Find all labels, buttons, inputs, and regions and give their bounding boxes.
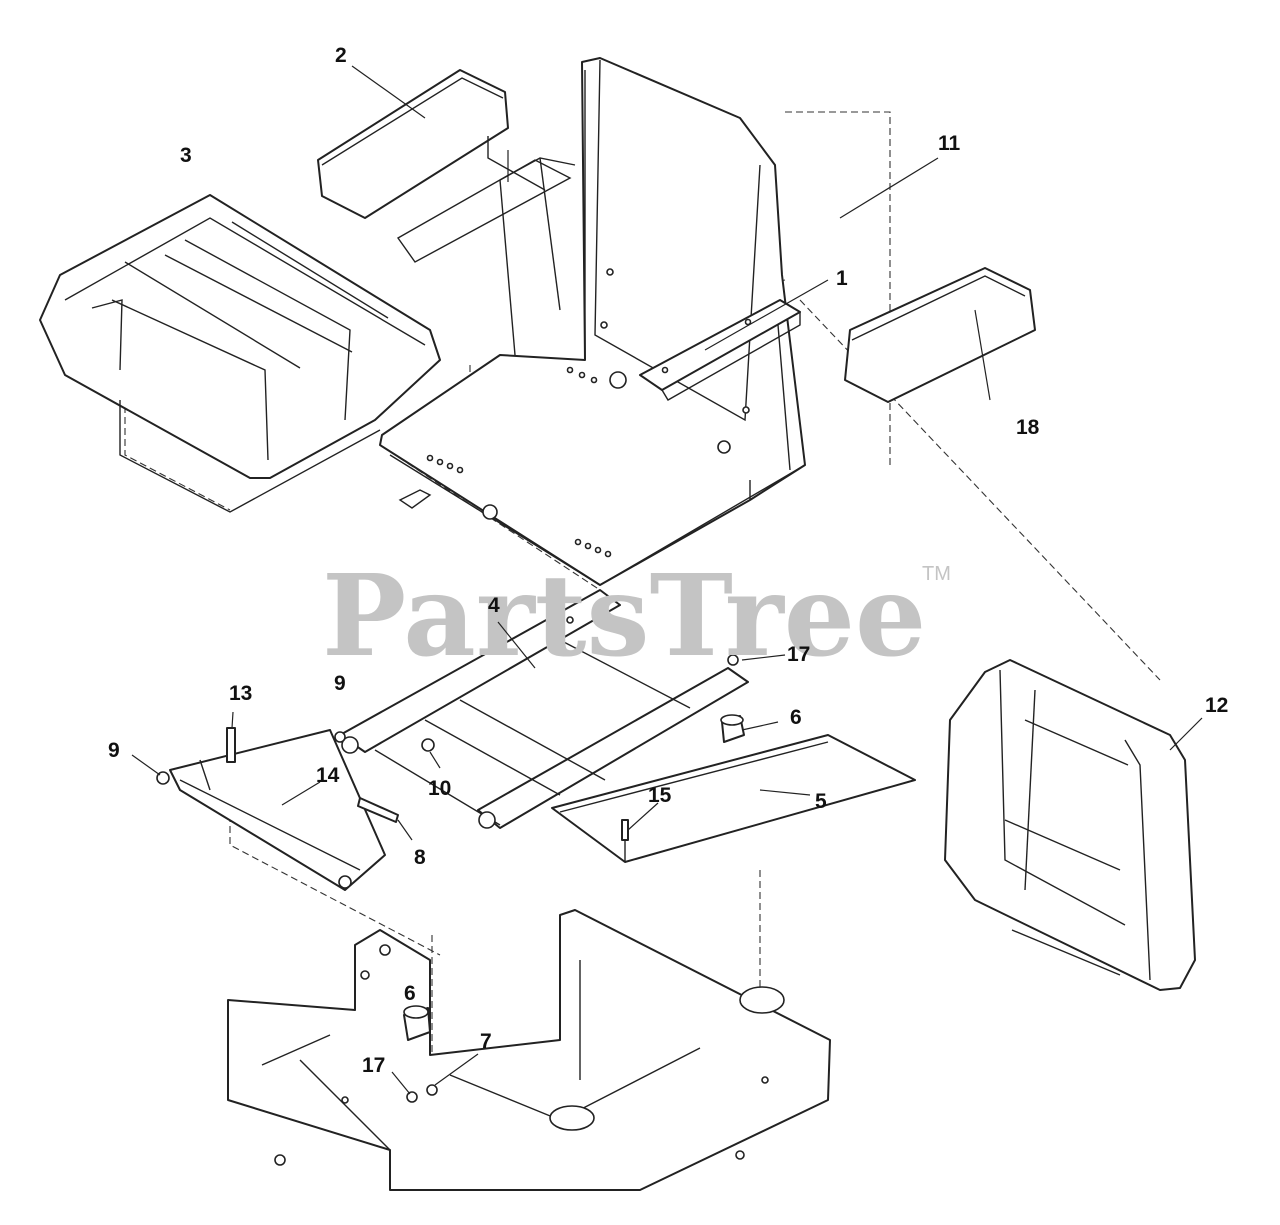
armrest-pad-right[interactable] xyxy=(844,267,1036,403)
callout-12: 12 xyxy=(1205,694,1228,717)
callout-6-lower: 6 xyxy=(404,982,416,1005)
callout-17-upper: 17 xyxy=(787,643,810,666)
callout-2: 2 xyxy=(335,44,347,67)
callout-14: 14 xyxy=(316,764,340,787)
slot-holes-rear xyxy=(566,366,598,384)
seat-slide-frame[interactable] xyxy=(339,589,749,829)
nut-17-lower[interactable] xyxy=(406,1091,418,1103)
callout-17-lower: 17 xyxy=(362,1054,385,1077)
callout-5: 5 xyxy=(815,790,827,813)
washer-9[interactable] xyxy=(334,731,346,743)
seat-rail-plate[interactable] xyxy=(551,734,916,863)
slot-holes-front xyxy=(574,538,612,558)
callout-10: 10 xyxy=(428,777,451,800)
callout-13: 13 xyxy=(229,682,252,705)
callout-9-upper: 9 xyxy=(334,672,346,695)
rubber-bumper-lower[interactable] xyxy=(403,1005,431,1041)
callout-3: 3 xyxy=(180,144,192,167)
watermark-text: PartsTree xyxy=(322,551,926,682)
callout-15: 15 xyxy=(648,784,672,807)
nut-10[interactable] xyxy=(421,738,435,752)
callout-9-left: 9 xyxy=(108,739,120,762)
callout-leaders xyxy=(131,65,1203,1095)
callout-7: 7 xyxy=(480,1030,492,1053)
callout-8: 8 xyxy=(414,846,426,869)
seat-back-cushion[interactable] xyxy=(944,659,1196,991)
slide-track-bracket[interactable] xyxy=(156,729,386,891)
callout-4: 4 xyxy=(488,594,500,617)
bolt-8[interactable] xyxy=(357,797,399,823)
callout-labels: 1 2 3 4 5 6 6 7 8 9 9 10 11 12 13 14 15 … xyxy=(108,44,1228,1077)
pin-15[interactable] xyxy=(621,819,629,841)
callout-18: 18 xyxy=(1016,416,1040,439)
armrest-pad-left[interactable] xyxy=(317,69,572,263)
watermark: PartsTree TM xyxy=(322,551,951,682)
callout-1: 1 xyxy=(836,267,848,290)
watermark-trademark: TM xyxy=(922,563,951,585)
seat-cushion[interactable] xyxy=(39,194,441,513)
nut-7[interactable] xyxy=(426,1084,438,1096)
callout-6-upper: 6 xyxy=(790,706,802,729)
slot-holes-left xyxy=(426,454,464,474)
screw-13[interactable] xyxy=(226,727,236,763)
rubber-bumper-upper[interactable] xyxy=(720,714,745,743)
nut-17-upper[interactable] xyxy=(727,654,739,666)
callout-11: 11 xyxy=(938,132,961,155)
armrest-bracket-right[interactable] xyxy=(639,299,801,471)
mower-chassis[interactable] xyxy=(227,909,831,1191)
